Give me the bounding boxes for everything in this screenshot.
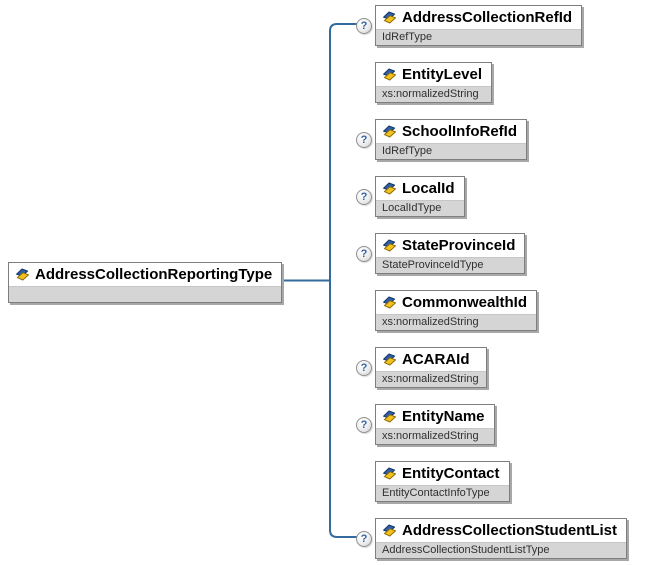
node-commonwealth-id[interactable]: CommonwealthId xs:normalizedString (375, 290, 538, 331)
node-title: AddressCollectionStudentList (376, 519, 627, 542)
node-entity-name[interactable]: EntityName xs:normalizedString (375, 404, 495, 445)
node-title: LocalId (376, 177, 464, 200)
element-name: EntityContact (402, 465, 500, 482)
element-icon (382, 11, 397, 24)
element-name: AddressCollectionStudentList (402, 522, 618, 539)
node-entity-level[interactable]: EntityLevel xs:normalizedString (375, 62, 493, 103)
diagram-row: ? EntityLevel xs:normalizedString (356, 62, 493, 103)
node-title: StateProvinceId (376, 234, 525, 257)
node-title: EntityLevel (376, 63, 492, 86)
optional-indicator-icon: ? (356, 17, 372, 34)
node-title: AddressCollectionReportingType (9, 263, 282, 286)
node-title: CommonwealthId (376, 291, 537, 314)
node-title: AddressCollectionRefId (376, 6, 582, 29)
element-name: CommonwealthId (402, 294, 528, 311)
diagram-row: ? CommonwealthId xs:normalizedString (356, 290, 538, 331)
optional-indicator-icon: ? (356, 359, 372, 376)
children-trunk-line (329, 23, 357, 538)
node-title: SchoolInfoRefId (376, 120, 526, 143)
node-local-id[interactable]: LocalId LocalIdType (375, 176, 465, 217)
element-name: EntityLevel (402, 66, 483, 83)
diagram-row: ? StateProvinceId StateProvinceIdType (356, 233, 526, 274)
element-type: xs:normalizedString (376, 371, 486, 387)
element-icon (15, 268, 30, 281)
optional-indicator-icon: ? (356, 245, 372, 262)
element-name: AddressCollectionReportingType (35, 266, 273, 283)
node-entity-contact[interactable]: EntityContact EntityContactInfoType (375, 461, 510, 502)
optional-indicator-icon: ? (356, 530, 372, 547)
diagram-row: ? SchoolInfoRefId IdRefType (356, 119, 527, 160)
element-icon (382, 467, 397, 480)
element-type: AddressCollectionStudentListType (376, 542, 627, 558)
optional-indicator-icon: ? (356, 416, 372, 433)
diagram-row: ? EntityName xs:normalizedString (356, 404, 495, 445)
diagram-row: ? EntityContact EntityContactInfoType (356, 461, 510, 502)
node-title: EntityName (376, 405, 494, 428)
node-type-strip (9, 286, 282, 302)
node-acara-id[interactable]: ACARAId xs:normalizedString (375, 347, 487, 388)
element-icon (382, 125, 397, 138)
node-school-info-ref-id[interactable]: SchoolInfoRefId IdRefType (375, 119, 527, 160)
element-icon (382, 296, 397, 309)
diagram-row: ? ACARAId xs:normalizedString (356, 347, 487, 388)
node-state-province-id[interactable]: StateProvinceId StateProvinceIdType (375, 233, 526, 274)
element-type: IdRefType (376, 29, 582, 45)
element-type: IdRefType (376, 143, 526, 159)
element-name: StateProvinceId (402, 237, 516, 254)
element-name: EntityName (402, 408, 485, 425)
element-icon (382, 239, 397, 252)
element-icon (382, 524, 397, 537)
node-address-collection-ref-id[interactable]: AddressCollectionRefId IdRefType (375, 5, 583, 46)
element-type: xs:normalizedString (376, 86, 492, 102)
diagram-row: ? AddressCollectionRefId IdRefType (356, 5, 583, 46)
element-icon (382, 182, 397, 195)
element-type: xs:normalizedString (376, 428, 494, 444)
element-name: AddressCollectionRefId (402, 9, 573, 26)
element-name: ACARAId (402, 351, 470, 368)
element-name: SchoolInfoRefId (402, 123, 517, 140)
diagram-row: ? AddressCollectionStudentList AddressCo… (356, 518, 628, 559)
node-address-collection-student-list[interactable]: AddressCollectionStudentList AddressColl… (375, 518, 628, 559)
element-icon (382, 353, 397, 366)
node-title: EntityContact (376, 462, 509, 485)
element-type: LocalIdType (376, 200, 464, 216)
node-title: ACARAId (376, 348, 486, 371)
diagram-row: ? LocalId LocalIdType (356, 176, 465, 217)
element-name: LocalId (402, 180, 455, 197)
node-address-collection-reporting-type[interactable]: AddressCollectionReportingType (8, 262, 283, 303)
optional-indicator-icon: ? (356, 188, 372, 205)
optional-indicator-icon: ? (356, 131, 372, 148)
diagram-row-root: AddressCollectionReportingType (8, 262, 283, 303)
element-type: StateProvinceIdType (376, 257, 525, 273)
element-icon (382, 410, 397, 423)
element-type: EntityContactInfoType (376, 485, 509, 501)
element-type: xs:normalizedString (376, 314, 537, 330)
element-icon (382, 68, 397, 81)
